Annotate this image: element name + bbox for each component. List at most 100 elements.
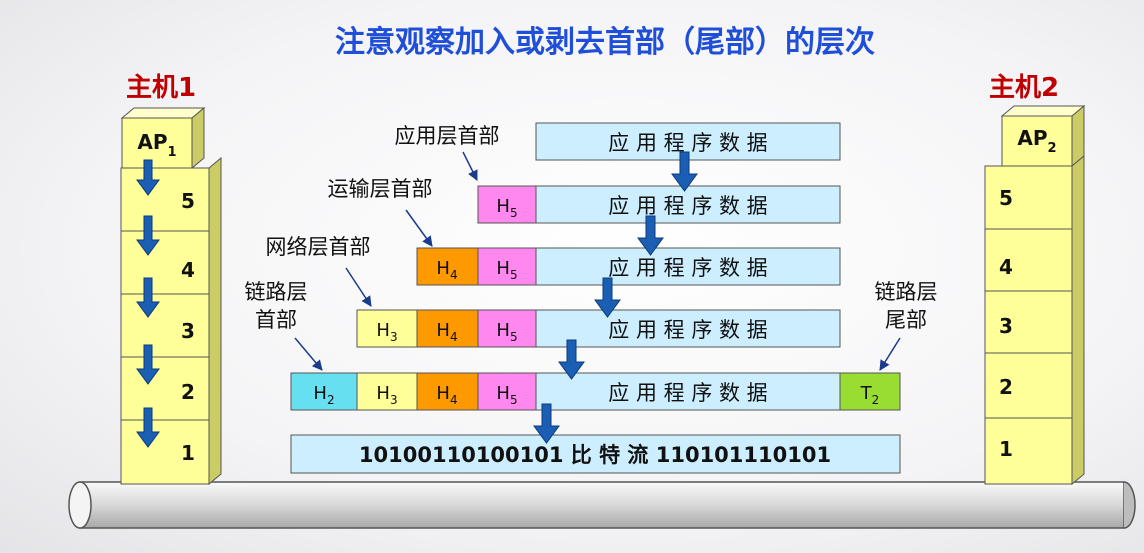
host1-down-arrow: [136, 344, 160, 385]
svg-text:H3: H3: [376, 320, 397, 344]
h4-subscript: 4: [450, 268, 458, 282]
h5-block: [477, 247, 537, 286]
h5-letter: H: [496, 196, 510, 217]
svg-text:H4: H4: [436, 320, 457, 344]
host1-layer2-box: [120, 356, 210, 421]
h3-block: [356, 372, 418, 411]
host2-layer5-box: [984, 165, 1073, 230]
svg-text:H4: H4: [436, 258, 457, 282]
flow-down-arrow: [533, 403, 560, 444]
host2-layer4-number: 4: [999, 255, 1013, 279]
host1-down-arrow: [136, 159, 160, 196]
datalink-in-pdu: H3 H4 H5 应 用 程 序 数 据: [356, 309, 841, 348]
h4-letter: H: [436, 258, 450, 279]
app-data-text: 应 用 程 序 数 据: [608, 318, 767, 342]
transport-header-pointer: [405, 209, 433, 247]
flow-down-arrow: [558, 339, 585, 380]
h4-subscript: 4: [450, 330, 458, 344]
host2-app-box: AP2: [1000, 104, 1086, 168]
host2-layer1-box: [984, 417, 1073, 485]
h4-subscript: 4: [450, 393, 458, 407]
host2-ap-text: AP: [1017, 126, 1047, 150]
flow-down-arrow: [594, 277, 621, 318]
h2-subscript: 2: [327, 393, 335, 407]
transport-layer-pdu: H5 应 用 程 序 数 据: [477, 185, 841, 224]
host1-ap-subscript: 1: [168, 145, 177, 160]
network-cable: [68, 481, 1136, 529]
host1-name: 主机: [126, 73, 178, 103]
h5-subscript: 5: [510, 268, 518, 282]
host2-layer5-number: 5: [999, 186, 1013, 210]
svg-text:H4: H4: [436, 383, 457, 407]
h5-letter: H: [496, 258, 510, 279]
link-header-label-line2: 首部: [255, 308, 297, 332]
h3-subscript: 3: [390, 330, 398, 344]
host1-down-arrow: [136, 277, 160, 318]
svg-text:T2: T2: [860, 383, 880, 407]
host2-ap-subscript: 2: [1048, 141, 1057, 156]
physical-bitstream: 10100110100101 比 特 流 110101110101: [290, 434, 901, 474]
h5-block: [477, 309, 537, 348]
host1-layer1-number: 1: [181, 441, 195, 465]
host1-layer4-number: 4: [181, 258, 195, 282]
app-header-pointer: [462, 151, 478, 181]
svg-text:H3: H3: [376, 383, 397, 407]
svg-text:H2: H2: [313, 383, 334, 407]
host2-number: 2: [1041, 73, 1059, 103]
frame-pdu: H2 H3 H4 H5 应 用 程 序 数 据 T2: [290, 372, 901, 411]
host1-layer4-box: [120, 230, 210, 295]
host1-layer5-number: 5: [181, 189, 195, 213]
t2-block: [839, 372, 901, 411]
host1-stack: AP1 5 4 3 2 1: [120, 106, 222, 486]
svg-text:H5: H5: [496, 258, 517, 282]
host1-layer3-number: 3: [181, 319, 195, 343]
h5-letter: H: [496, 383, 510, 404]
svg-text:H5: H5: [496, 196, 517, 220]
host1-layer5-box: [120, 167, 210, 232]
host1-layer3-box: [120, 293, 210, 358]
host2-label: 主机2: [989, 73, 1059, 103]
h5-block: [477, 372, 537, 411]
host2-layer2-box: [984, 352, 1073, 419]
host1-number: 1: [178, 73, 196, 103]
app-header-label: 应用层首部: [395, 124, 500, 148]
svg-text:H5: H5: [496, 383, 517, 407]
svg-text:AP1: AP1: [137, 130, 176, 160]
host2-layer3-number: 3: [999, 314, 1013, 338]
link-trailer-pointer: [879, 337, 901, 371]
app-data-text: 应 用 程 序 数 据: [608, 131, 767, 155]
h4-block: [416, 372, 479, 411]
h4-block: [416, 309, 479, 348]
h5-letter: H: [496, 320, 510, 341]
host2-stack: AP2 5 4 3 2 1: [984, 104, 1086, 486]
h4-letter: H: [436, 383, 450, 404]
bitstream-text: 10100110100101 比 特 流 110101110101: [359, 443, 831, 467]
svg-text:H5: H5: [496, 320, 517, 344]
h2-letter: H: [313, 383, 327, 404]
network-layer-pdu: H4 H5 应 用 程 序 数 据: [416, 247, 841, 286]
diagram-title: 注意观察加入或剥去首部（尾部）的层次: [335, 25, 875, 60]
app-data-block: [535, 309, 841, 348]
h2-block: [290, 372, 358, 411]
app-data-block: [535, 247, 841, 286]
network-header-pointer: [345, 267, 372, 307]
host1-label: 主机1: [126, 73, 196, 103]
h5-block: [477, 185, 537, 224]
host2-layer2-number: 2: [999, 375, 1013, 399]
h3-letter: H: [376, 383, 390, 404]
app-data-block: [535, 372, 841, 411]
t2-letter: T: [860, 383, 873, 404]
link-trailer-label-line2: 尾部: [885, 308, 927, 332]
h3-block: [356, 309, 418, 348]
link-header-pointer: [294, 337, 323, 371]
h4-block: [416, 247, 479, 286]
link-header-label-line1: 链路层: [245, 280, 308, 304]
transport-header-label: 运输层首部: [328, 177, 433, 201]
h5-subscript: 5: [510, 206, 518, 220]
app-data-text: 应 用 程 序 数 据: [608, 381, 767, 405]
host1-layer2-number: 2: [181, 380, 195, 404]
svg-text:AP2: AP2: [1017, 126, 1056, 156]
bitstream-block: [290, 434, 901, 474]
